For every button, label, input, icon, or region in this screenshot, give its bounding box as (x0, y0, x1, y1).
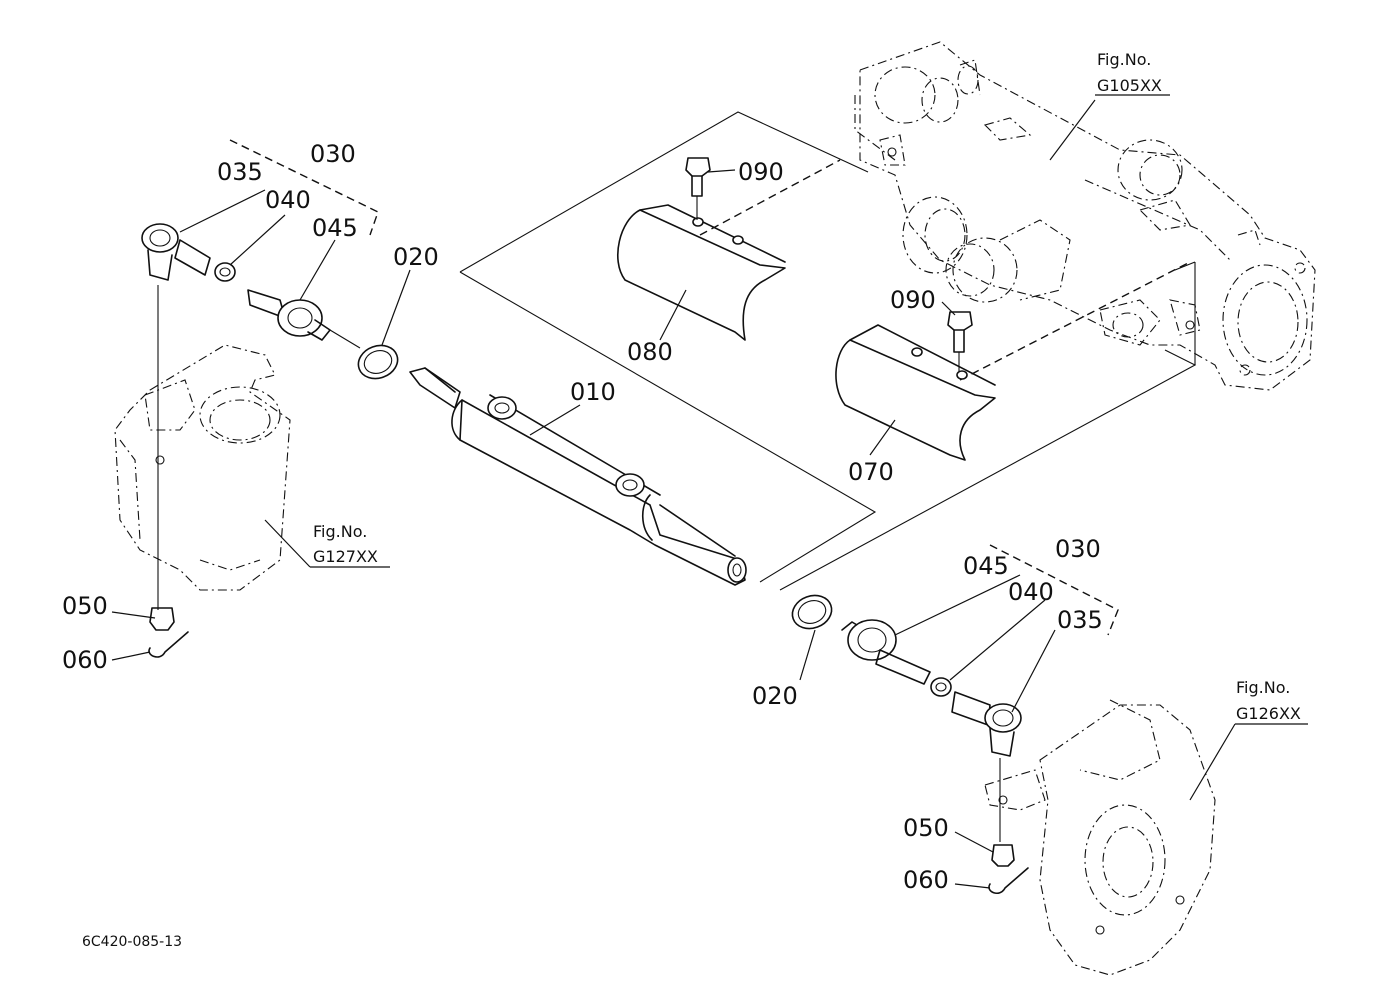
callout-030-left: 030 (310, 140, 356, 168)
drawing-code: 6C420-085-13 (82, 934, 182, 950)
callout-050-right: 050 (903, 814, 949, 842)
callout-080: 080 (627, 338, 673, 366)
cylinder-cover-080 (617, 204, 786, 341)
bolt-090-mid (947, 311, 973, 372)
callout-090-mid: 090 (890, 286, 936, 314)
callout-030-right: 030 (1055, 535, 1101, 563)
callout-040-left: 040 (265, 186, 311, 214)
callout-060-right: 060 (903, 866, 949, 894)
front-axle-housing (854, 41, 1316, 391)
left-steering-knuckle (114, 344, 291, 591)
steering-cylinder (409, 367, 747, 586)
callout-050-left: 050 (62, 592, 108, 620)
right-tie-rod-assembly (791, 594, 1029, 895)
installation-frame (459, 111, 1197, 591)
callout-040-right: 040 (1008, 578, 1054, 606)
fig-ref-left-knuckle-label: Fig.No. (313, 522, 367, 541)
fig-ref-right-knuckle-number: G126XX (1236, 704, 1301, 723)
fig-ref-right-knuckle-label: Fig.No. (1236, 678, 1290, 697)
callout-090-top: 090 (738, 158, 784, 186)
fig-ref-housing-number: G105XX (1097, 76, 1162, 95)
fig-ref-housing-label: Fig.No. (1097, 50, 1151, 69)
fig-ref-left-knuckle-number: G127XX (313, 547, 378, 566)
callout-045-left: 045 (312, 214, 358, 242)
callout-020-right: 020 (752, 682, 798, 710)
callout-045-right: 045 (963, 552, 1009, 580)
callout-060-left: 060 (62, 646, 108, 674)
figure-references: Fig.No. G105XX Fig.No. G127XX Fig.No. G1… (313, 50, 1301, 723)
left-tie-rod-assembly (141, 223, 399, 658)
callout-035-left: 035 (217, 158, 263, 186)
right-steering-knuckle (984, 699, 1216, 976)
callout-010: 010 (570, 378, 616, 406)
callout-070: 070 (848, 458, 894, 486)
cylinder-cover-070 (835, 324, 996, 461)
callout-020-left: 020 (393, 243, 439, 271)
leader-lines (111, 94, 1308, 889)
callout-labels: 010 020 020 030 030 035 035 040 040 045 … (62, 140, 1103, 894)
bolt-090-top (685, 157, 711, 220)
callout-035-right: 035 (1057, 606, 1103, 634)
